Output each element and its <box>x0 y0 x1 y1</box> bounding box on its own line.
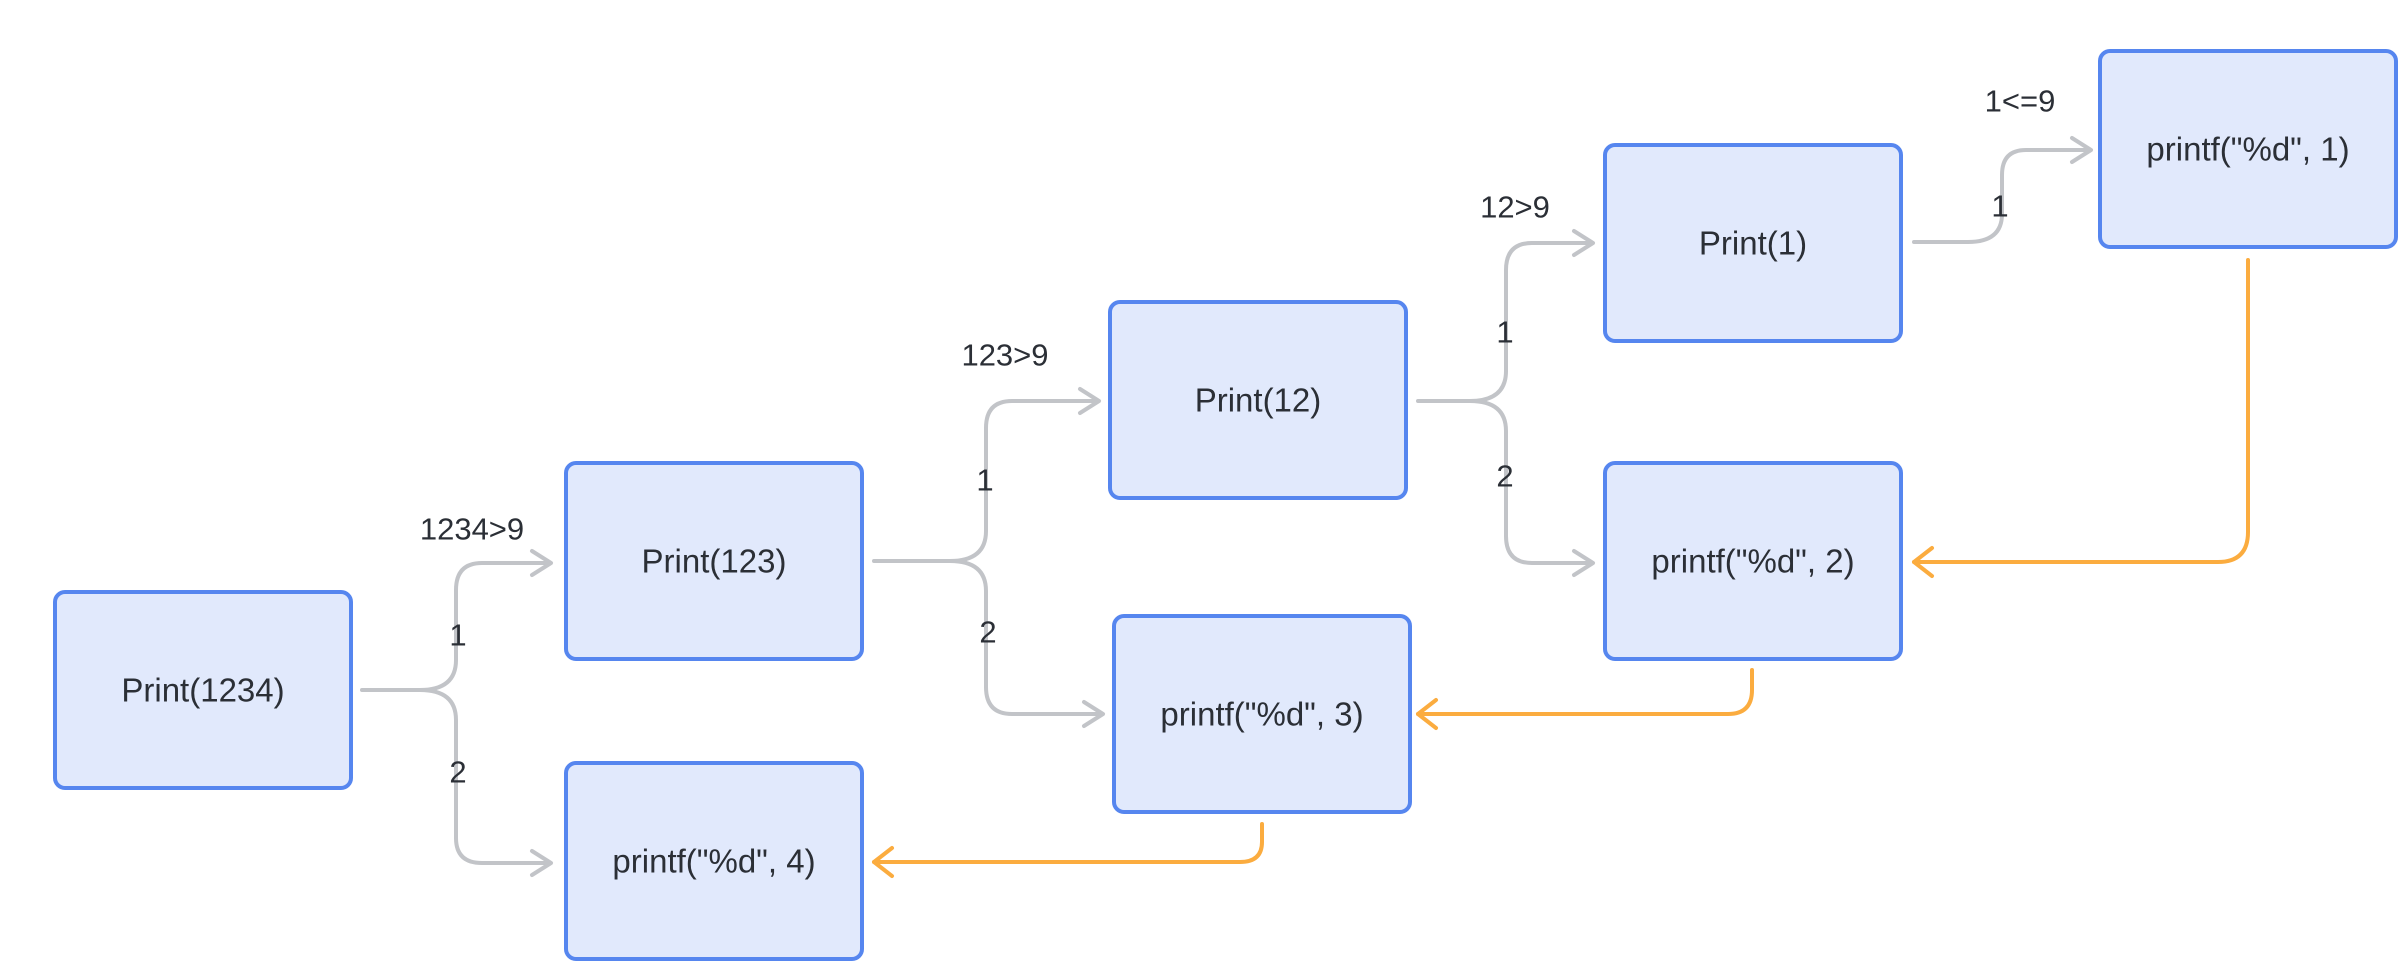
step-label: 1 <box>1991 189 2008 224</box>
step-label: 1 <box>1496 315 1513 350</box>
edge-print123-to-print12 <box>872 399 1098 563</box>
arrowhead <box>530 849 553 877</box>
step-label: 2 <box>449 755 466 790</box>
arrowhead <box>1082 700 1105 728</box>
node-label: printf("%d", 3) <box>1160 696 1363 733</box>
edge-print12-to-print1 <box>1416 241 1592 403</box>
return-edge-printf2-to-printf3 <box>1416 668 1754 716</box>
condition-label: 1234>9 <box>420 512 524 547</box>
condition-label: 123>9 <box>961 338 1048 373</box>
node-label: Print(1234) <box>121 672 284 709</box>
step-label: 2 <box>979 615 996 650</box>
edge-print1-to-printf1 <box>1912 148 2090 244</box>
node-print-1: Print(1) <box>1603 143 1903 343</box>
node-print-12: Print(12) <box>1108 300 1408 500</box>
node-label: printf("%d", 1) <box>2146 131 2349 168</box>
node-printf-2: printf("%d", 2) <box>1603 461 1903 661</box>
arrowhead <box>1912 546 1934 578</box>
node-print-123: Print(123) <box>564 461 864 661</box>
node-print-1234: Print(1234) <box>53 590 353 790</box>
node-printf-3: printf("%d", 3) <box>1112 614 1412 814</box>
step-label: 1 <box>449 618 466 653</box>
arrowhead <box>872 846 894 878</box>
arrowhead <box>1416 698 1438 730</box>
node-printf-4: printf("%d", 4) <box>564 761 864 961</box>
edge-print1234-to-print123 <box>360 561 550 692</box>
arrowhead <box>1572 549 1595 577</box>
node-label: printf("%d", 2) <box>1651 543 1854 580</box>
edge-print1234-to-printf4 <box>418 688 550 865</box>
edge-print12-to-printf2 <box>1468 399 1592 565</box>
node-label: Print(123) <box>642 543 787 580</box>
node-printf-1: printf("%d", 1) <box>2098 49 2398 249</box>
condition-label: 1<=9 <box>1985 84 2056 119</box>
edge-print123-to-printf3 <box>948 559 1102 716</box>
arrowhead <box>1572 229 1595 257</box>
arrowhead <box>2070 136 2093 164</box>
arrowhead <box>530 549 553 577</box>
condition-label: 12>9 <box>1480 190 1550 225</box>
return-edge-printf3-to-printf4 <box>872 822 1264 864</box>
node-label: printf("%d", 4) <box>612 843 815 880</box>
return-edge-printf1-to-printf2 <box>1912 258 2250 564</box>
step-label: 2 <box>1496 459 1513 494</box>
arrowhead <box>1078 387 1101 415</box>
node-label: Print(12) <box>1195 382 1322 419</box>
step-label: 1 <box>976 463 993 498</box>
node-label: Print(1) <box>1699 225 1807 262</box>
